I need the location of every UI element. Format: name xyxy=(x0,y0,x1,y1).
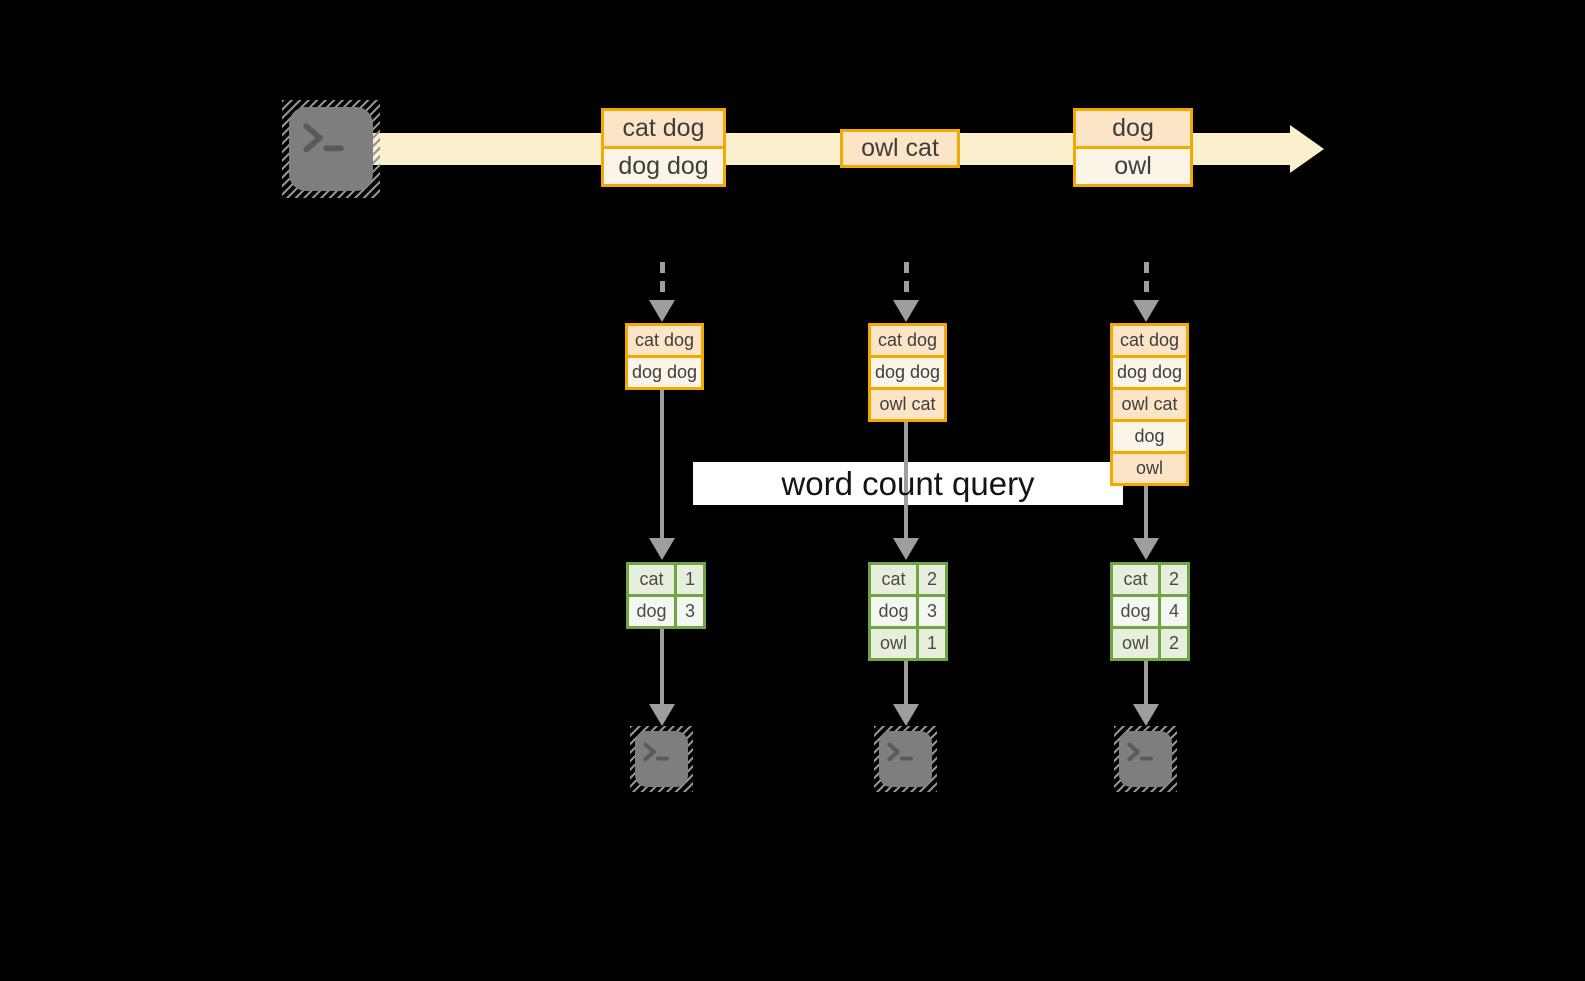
event-row: cat dog xyxy=(604,111,723,146)
count-cell: 2 xyxy=(1168,569,1179,589)
terminal-prompt-icon xyxy=(303,123,344,153)
table-row: cat 1 xyxy=(629,565,703,594)
table-row: owl 2 xyxy=(1113,626,1187,658)
stream-event-box-1: cat dog dog dog xyxy=(601,108,726,187)
arrowhead-down-icon xyxy=(1133,538,1159,560)
arrow-line xyxy=(660,388,664,538)
event-row: owl xyxy=(1076,146,1190,184)
state-row: owl cat xyxy=(1113,387,1186,419)
arrow-line xyxy=(1144,484,1148,538)
count-table-3: cat 2 dog 4 owl 2 xyxy=(1110,562,1190,661)
sink-terminal-icon-2 xyxy=(874,726,937,792)
count-table-1: cat 1 dog 3 xyxy=(626,562,706,629)
arrowhead-down-icon xyxy=(1133,300,1159,322)
arrowhead-down-icon xyxy=(893,538,919,560)
event-row: owl cat xyxy=(843,132,957,165)
event-row: dog dog xyxy=(604,146,723,184)
word-cell: dog xyxy=(1113,597,1161,626)
sink-terminal-icon-3 xyxy=(1114,726,1177,792)
table-row: dog 4 xyxy=(1113,594,1187,626)
arrowhead-down-icon xyxy=(1133,704,1159,726)
state-stack-3: cat dog dog dog owl cat dog owl xyxy=(1110,323,1189,486)
arrowhead-down-icon xyxy=(649,538,675,560)
word-cell: cat xyxy=(871,565,919,594)
dashed-arrow-line xyxy=(1144,262,1149,300)
arrow-line xyxy=(904,661,908,704)
source-terminal-icon xyxy=(282,100,380,198)
terminal-body xyxy=(635,731,688,787)
table-row: cat 2 xyxy=(871,565,945,594)
count-cell: 1 xyxy=(684,569,695,589)
state-row: dog dog xyxy=(871,355,944,387)
arrow-line xyxy=(1144,661,1148,704)
stream-event-box-3: dog owl xyxy=(1073,108,1193,187)
state-row: cat dog xyxy=(1113,326,1186,355)
stream-event-box-2: owl cat xyxy=(840,129,960,168)
state-row: dog dog xyxy=(1113,355,1186,387)
state-row: dog xyxy=(1113,419,1186,451)
terminal-body xyxy=(1119,731,1172,787)
event-row: dog xyxy=(1076,111,1190,146)
state-row: owl xyxy=(1113,451,1186,483)
count-cell: 4 xyxy=(1168,601,1179,621)
arrow-line xyxy=(660,629,664,704)
query-band xyxy=(693,462,1123,505)
table-row: dog 3 xyxy=(629,594,703,626)
sink-terminal-icon-1 xyxy=(630,726,693,792)
table-row: owl 1 xyxy=(871,626,945,658)
arrow-line xyxy=(904,419,908,538)
terminal-prompt-icon xyxy=(1127,742,1154,762)
terminal-prompt-icon xyxy=(887,742,914,762)
state-stack-1: cat dog dog dog xyxy=(625,323,704,390)
terminal-body xyxy=(289,107,373,191)
word-cell: cat xyxy=(1113,565,1161,594)
arrowhead-down-icon xyxy=(893,704,919,726)
dashed-arrow-line xyxy=(660,262,665,300)
word-cell: owl xyxy=(1113,629,1161,658)
count-cell: 3 xyxy=(684,601,695,621)
count-cell: 2 xyxy=(926,569,937,589)
word-cell: cat xyxy=(629,565,677,594)
state-row: cat dog xyxy=(628,326,701,355)
state-stack-2: cat dog dog dog owl cat xyxy=(868,323,947,422)
count-table-2: cat 2 dog 3 owl 1 xyxy=(868,562,948,661)
word-cell: dog xyxy=(871,597,919,626)
state-row: owl cat xyxy=(871,387,944,419)
query-label: word count query xyxy=(781,465,1035,502)
word-cell: owl xyxy=(871,629,919,658)
state-row: dog dog xyxy=(628,355,701,387)
terminal-prompt-icon xyxy=(643,742,670,762)
table-row: cat 2 xyxy=(1113,565,1187,594)
dashed-arrow-line xyxy=(904,262,909,300)
state-row: cat dog xyxy=(871,326,944,355)
terminal-body xyxy=(879,731,932,787)
arrowhead-down-icon xyxy=(649,300,675,322)
count-cell: 1 xyxy=(926,633,937,653)
count-cell: 2 xyxy=(1168,633,1179,653)
word-cell: dog xyxy=(629,597,677,626)
stream-arrowhead-icon xyxy=(1290,125,1324,173)
count-cell: 3 xyxy=(926,601,937,621)
arrowhead-down-icon xyxy=(893,300,919,322)
arrowhead-down-icon xyxy=(649,704,675,726)
table-row: dog 3 xyxy=(871,594,945,626)
